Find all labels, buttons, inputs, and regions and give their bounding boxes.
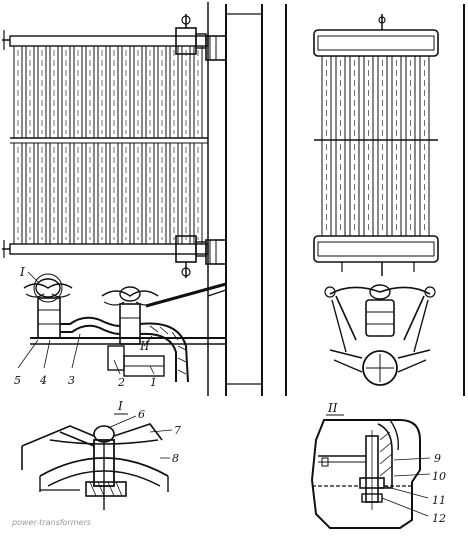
label-part-10: 10 <box>432 470 446 483</box>
radiator-tube <box>363 139 374 237</box>
radiator-tubes-right <box>321 55 430 237</box>
label-part-2: 2 <box>117 376 125 389</box>
radiator-tubes-left <box>13 45 203 245</box>
label-part-8: 8 <box>172 452 179 465</box>
label-part-11: 11 <box>432 494 446 507</box>
label-part-12: 12 <box>432 512 446 525</box>
fan-assembly-right <box>324 284 436 386</box>
upper-flange-valve <box>175 14 227 61</box>
label-view-II-main: II <box>139 339 150 353</box>
left-side-view: I II 5 4 3 2 1 <box>2 2 263 396</box>
radiator-tube <box>391 139 402 237</box>
right-front-view <box>285 4 465 396</box>
radiator-tube <box>419 55 430 141</box>
label-view-I-main: I <box>19 265 25 279</box>
radiator-headers-left <box>2 30 209 258</box>
detail-view-II: II 9 10 11 12 <box>310 401 446 529</box>
radiator-tube <box>377 55 388 141</box>
radiator-tube <box>321 139 332 237</box>
radiator-tube <box>349 139 360 237</box>
radiator-frame-right <box>313 14 439 276</box>
lower-flange-valve <box>175 235 227 278</box>
label-view-I-detail: I <box>117 399 123 413</box>
label-part-1: 1 <box>150 376 157 389</box>
label-part-7: 7 <box>174 424 181 437</box>
radiator-tube <box>419 139 430 237</box>
radiator-tube <box>349 55 360 141</box>
tank-wall-left <box>207 2 263 396</box>
label-part-5: 5 <box>14 374 21 387</box>
radiator-tube <box>335 55 346 141</box>
detail-view-I: I 6 7 8 <box>21 399 181 510</box>
radiator-tube <box>391 55 402 141</box>
label-view-II-detail: II <box>327 401 338 415</box>
radiator-tube <box>321 55 332 141</box>
radiator-tube <box>363 55 374 141</box>
radiator-tube <box>405 139 416 237</box>
watermark-text: power-transformers <box>11 518 91 527</box>
radiator-tube <box>335 139 346 237</box>
label-part-3: 3 <box>68 374 75 387</box>
label-part-4: 4 <box>39 374 47 387</box>
label-part-6: 6 <box>138 408 145 421</box>
tank-wall-right <box>285 4 465 396</box>
radiator-tube <box>377 139 388 237</box>
fan-pump-assembly <box>17 271 227 383</box>
radiator-tube <box>405 55 416 141</box>
label-part-9: 9 <box>434 452 441 465</box>
